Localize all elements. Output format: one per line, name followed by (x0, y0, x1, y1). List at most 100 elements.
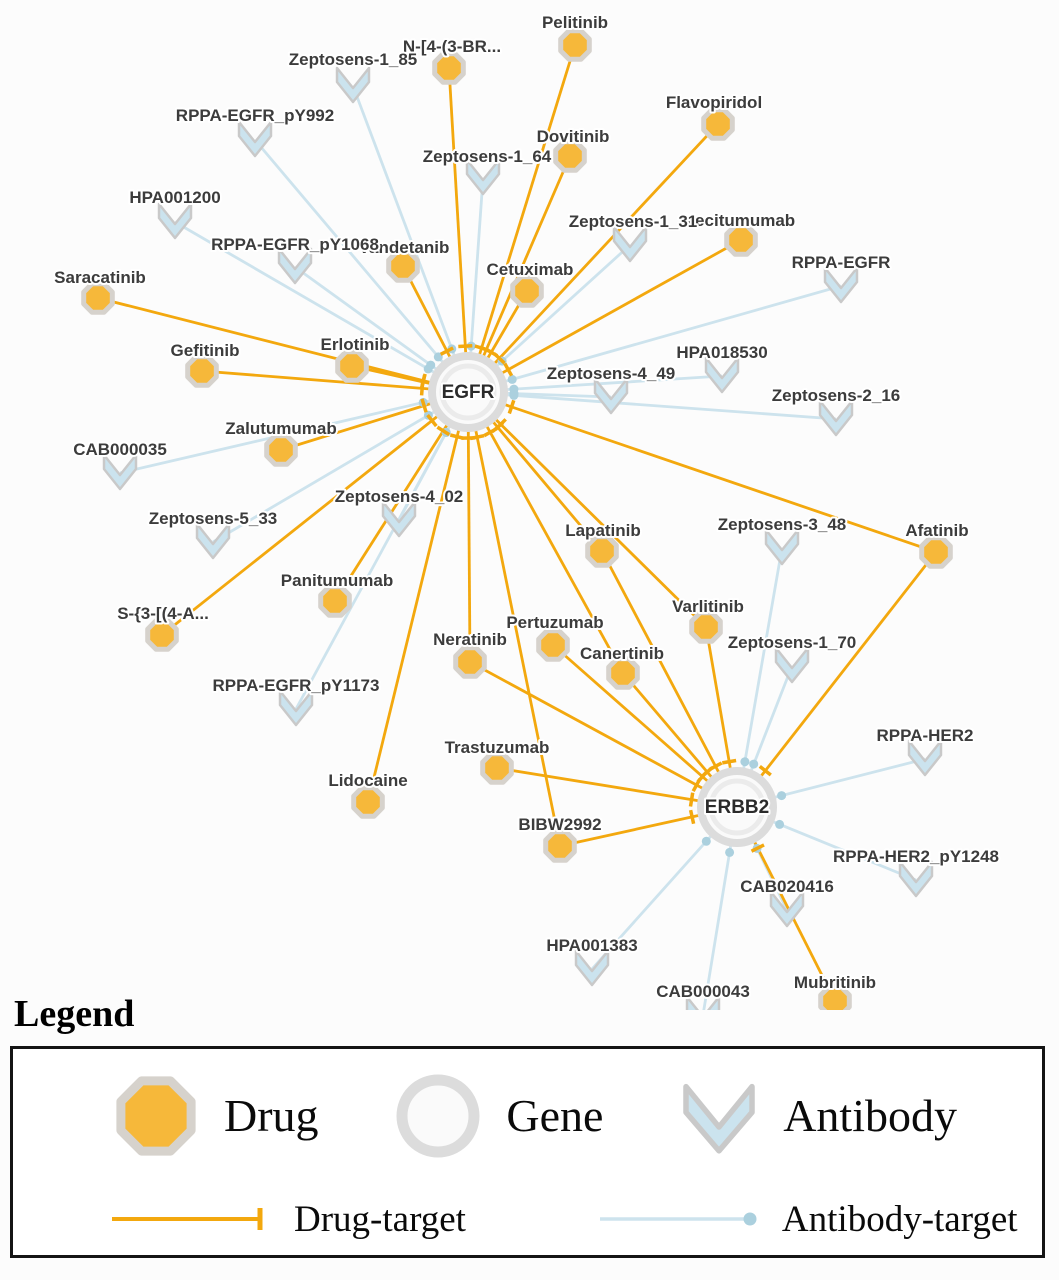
antibody-node-shape (823, 266, 859, 304)
antibody-target-dot (725, 847, 735, 857)
drug-target-edge-erbb2-pertuzumab (552, 643, 738, 809)
drug-target-tee (436, 425, 451, 437)
antibody-node-shape (277, 247, 313, 285)
antibody-label-rppa-egfr-py1173: RPPA-EGFR_pY1173 (213, 676, 380, 695)
node-gene-erbb2 (697, 767, 777, 847)
antibody-node-shape (465, 158, 501, 196)
gene-node-inner-ring (708, 778, 766, 836)
node-antibody-rppa-her2 (907, 739, 943, 777)
drug-node-shape (585, 534, 619, 568)
antibody-label-cab000035: CAB000035 (73, 440, 167, 459)
antibody-node-icon (683, 1083, 755, 1154)
node-drug-saracatinib (81, 281, 115, 315)
legend-item-gene: Gene (390, 1068, 603, 1164)
drug-node-shape (553, 139, 587, 173)
drug-label-lidocaine: Lidocaine (328, 771, 407, 790)
node-antibody-cab020416 (769, 890, 805, 928)
node-antibody-rppa-egfr-py1068 (277, 247, 313, 285)
edge-markers-layer (418, 341, 787, 857)
nodes-layer (81, 28, 953, 1010)
legend-title: Legend (14, 993, 135, 1035)
legend-item-antibody: Antibody (675, 1070, 957, 1162)
drug-node-icon (116, 1076, 196, 1156)
drug-label-saracatinib: Saracatinib (54, 268, 146, 287)
drug-label-cetuximab: Cetuximab (487, 260, 574, 279)
drug-target-tee (722, 758, 737, 765)
gene-node-icon (396, 1074, 480, 1158)
antibody-node-shape (195, 522, 231, 560)
antibody-node-shape (898, 860, 934, 898)
legend-label-antibody: Antibody (783, 1090, 957, 1141)
antibody-label-hpa001383: HPA001383 (546, 936, 637, 955)
drug-node-shape (453, 645, 487, 679)
antibody-node-shape (704, 356, 740, 394)
drug-target-edge-erbb2-neratinib (469, 660, 738, 809)
drug-node-shape (701, 107, 735, 141)
antibody-target-edge-egfr-rppa-egfr-py992 (253, 139, 470, 393)
antibody-label-rppa-her2-py1248: RPPA-HER2_pY1248 (833, 847, 999, 866)
antibody-label-rppa-egfr-py1068: RPPA-EGFR_pY1068 (211, 235, 379, 254)
legend-box: Drug Gene Antibody Dru (10, 1046, 1045, 1258)
node-drug-lapatinib (585, 534, 619, 568)
drug-label-necitumumab: Necitumumab (683, 211, 795, 230)
node-drug-bibw2992 (543, 829, 577, 863)
labels-layer: EGFRERBB2PelitinibN-[4-(3-BR...Flavopiri… (52, 11, 1001, 1003)
node-antibody-hpa001200 (157, 202, 193, 240)
antibody-label-hpa018530: HPA018530 (676, 343, 767, 362)
node-drug-gefitinib (185, 354, 219, 388)
drug-node-shape (606, 656, 640, 690)
node-drug-varlitinib (689, 610, 723, 644)
drug-label-mubritinib: Mubritinib (794, 973, 876, 992)
drug-target-edge-egfr-lidocaine (366, 391, 470, 803)
antibody-label-rppa-egfr-py992: RPPA-EGFR_pY992 (176, 106, 334, 125)
antibody-label-rppa-her2: RPPA-HER2 (877, 726, 974, 745)
drug-node-shape (510, 274, 544, 308)
drug-target-edge-egfr-varlitinib (467, 391, 707, 628)
antibody-node-shape (818, 399, 854, 437)
drug-label-neratinib: Neratinib (433, 630, 507, 649)
drug-node-shape (351, 785, 385, 819)
drug-target-tee (688, 792, 695, 807)
antibody-node-shape (764, 528, 800, 566)
drug-node-shape (318, 584, 352, 618)
antibody-label-zeptosens-4-49: Zeptosens-4_49 (547, 364, 676, 383)
drug-label-zalutumumab: Zalutumumab (225, 419, 336, 438)
drug-target-edge-egfr-dovitinib (466, 155, 572, 393)
node-antibody-zeptosens-1-85 (335, 66, 371, 104)
drug-target-edge-egfr-panitumumab (333, 391, 470, 602)
antibody-target-dot (433, 352, 443, 362)
antibody-target-edge-egfr-cab000035 (119, 390, 469, 475)
antibody-node-shape (769, 890, 805, 928)
drug-node-shape (432, 51, 466, 85)
drug-target-tee (420, 398, 428, 413)
antibody-node-shape (335, 66, 371, 104)
antibody-target-dot (740, 757, 750, 767)
antibody-node-shape (278, 689, 314, 727)
node-drug-flavopiridol (701, 107, 735, 141)
drug-target-tee (469, 433, 485, 441)
node-drug-zalutumumab (264, 433, 298, 467)
drug-target-tee (439, 346, 454, 356)
network-graph: EGFRERBB2PelitinibN-[4-(3-BR...Flavopiri… (52, 11, 1001, 1010)
antibody-node-shape (612, 225, 648, 263)
node-drug-erlotinib (335, 349, 369, 383)
gene-label-erbb2: ERBB2 (705, 797, 769, 818)
legend-label-antibody-target: Antibody-target (781, 1198, 1018, 1240)
drug-label-bibw2992: BIBW2992 (518, 815, 601, 834)
node-drug-vandetanib (386, 249, 420, 283)
drug-target-edge-egfr-neratinib (466, 391, 472, 663)
legend-label-gene: Gene (506, 1090, 604, 1141)
node-drug-dovitinib (553, 139, 587, 173)
antibody-target-edge-icon (599, 1212, 757, 1226)
drug-target-tee (688, 809, 696, 825)
drug-target-edge-egfr-saracatinib (97, 296, 469, 394)
drug-target-edge-icon (112, 1208, 263, 1230)
drug-target-tee (419, 374, 427, 390)
drug-label-erlotinib: Erlotinib (321, 335, 390, 354)
node-drug-canertinib (606, 656, 640, 690)
antibody-node-shape (574, 949, 610, 987)
drug-target-tee (483, 427, 498, 438)
antibody-node-shape (102, 453, 138, 491)
node-drug-afatinib (919, 535, 953, 569)
node-antibody-zeptosens-1-64 (465, 158, 501, 196)
